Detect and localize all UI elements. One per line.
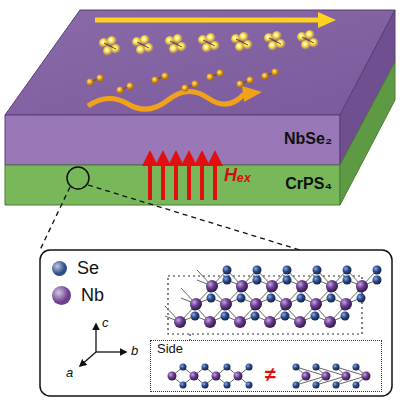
view-label: Side: [157, 342, 183, 356]
layer-label: NbSe₂: [284, 130, 332, 148]
legend-row: Nb: [52, 285, 104, 306]
field-label: Hₑₓ: [224, 166, 251, 186]
nbse2-layer: NbSe₂: [240, 122, 336, 158]
axis-label: c: [102, 316, 109, 330]
legend-text: Se: [77, 258, 99, 279]
legend-text: Nb: [81, 285, 104, 306]
legend-row: Se: [52, 258, 104, 279]
atom-legend: SeNb: [52, 258, 104, 312]
atom-swatch: [52, 286, 71, 305]
crps4-layer: CrPS₄: [240, 168, 336, 202]
layer-label: CrPS₄: [285, 175, 332, 193]
axis-label: b: [131, 344, 138, 358]
side-view-box: Side ≠: [150, 340, 382, 392]
atom-swatch: [52, 261, 67, 276]
not-equal-sign: ≠: [265, 363, 276, 385]
axis-label: a: [66, 366, 73, 380]
